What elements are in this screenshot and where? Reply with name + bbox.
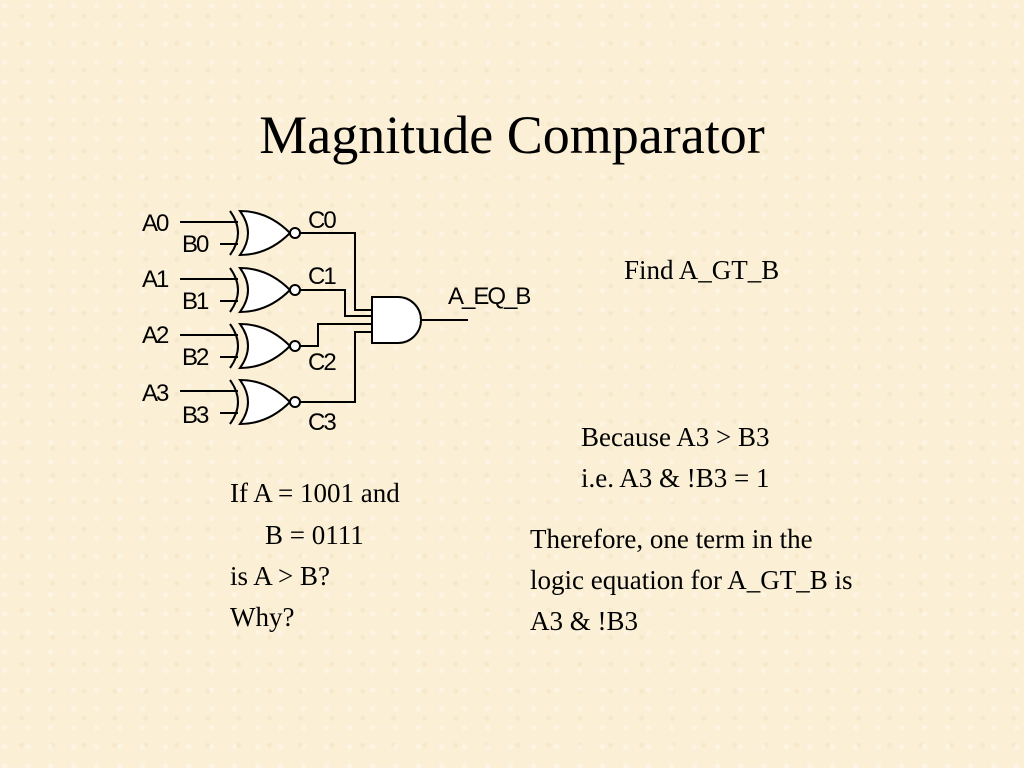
- xnor-gate-1: [180, 266, 372, 317]
- label-c2: C2: [308, 349, 336, 376]
- because-line-1: Because A3 > B3: [581, 422, 770, 452]
- question-line-3: is A > B?: [230, 561, 330, 591]
- therefore-line-3: A3 & !B3: [530, 606, 638, 636]
- label-a-eq-b: A_EQ_B: [448, 283, 530, 310]
- label-c0: C0: [308, 207, 336, 234]
- label-b0: B0: [182, 231, 209, 258]
- question-line-2: B = 0111: [265, 520, 364, 550]
- question-line-1: If A = 1001 and: [230, 478, 400, 508]
- find-text: Find A_GT_B: [624, 255, 780, 285]
- label-a0: A0: [142, 210, 169, 237]
- xnor-gate-0: [180, 209, 372, 311]
- therefore-line-2: logic equation for A_GT_B is: [530, 565, 853, 595]
- and-gate: [371, 296, 468, 344]
- label-a3: A3: [142, 380, 169, 407]
- label-a2: A2: [142, 322, 169, 349]
- label-b3: B3: [182, 402, 209, 429]
- label-b1: B1: [182, 288, 209, 315]
- xnor-gate-3: [180, 331, 372, 426]
- question-line-4: Why?: [230, 602, 295, 632]
- label-c1: C1: [308, 263, 336, 290]
- therefore-line-1: Therefore, one term in the: [530, 524, 813, 554]
- slide-title: Magnitude Comparator: [259, 105, 765, 165]
- label-c3: C3: [308, 409, 336, 436]
- because-line-2: i.e. A3 & !B3 = 1: [581, 463, 770, 493]
- label-b2: B2: [182, 344, 209, 371]
- label-a1: A1: [142, 266, 169, 293]
- xnor-gate-2: [180, 322, 372, 370]
